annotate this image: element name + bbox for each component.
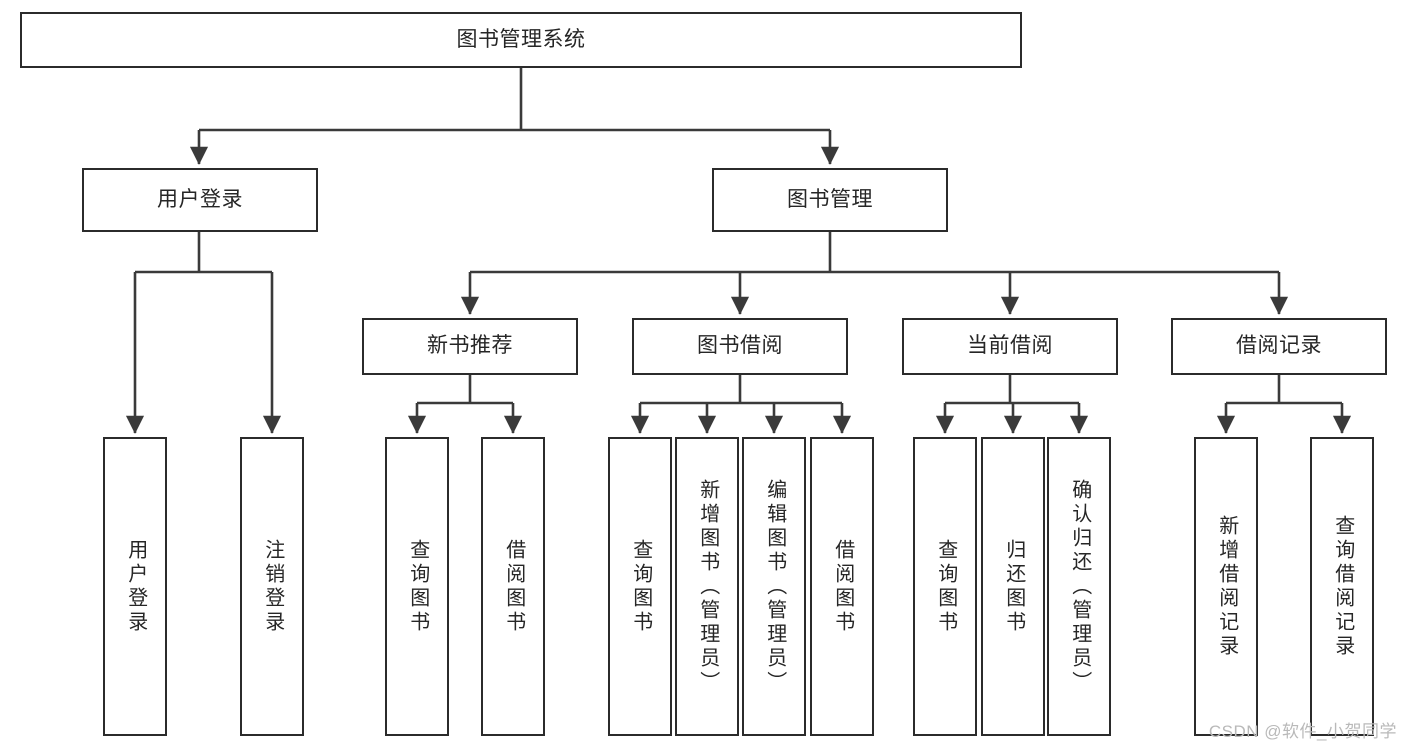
node-leaf-borrow-book-2[interactable]: 借阅图书 xyxy=(810,437,874,736)
node-leaf-borrow-book-1-label: 借阅图书 xyxy=(502,538,525,635)
node-leaf-logout-label: 注销登录 xyxy=(261,538,284,635)
node-leaf-return-book-label: 归还图书 xyxy=(1002,538,1025,635)
node-leaf-edit-book-label: 编辑图书（管理员） xyxy=(763,478,786,695)
node-leaf-add-record-label: 新增借阅记录 xyxy=(1215,514,1238,659)
node-leaf-query-book-2[interactable]: 查询图书 xyxy=(608,437,672,736)
node-user-login[interactable]: 用户登录 xyxy=(82,168,318,232)
node-current-borrow[interactable]: 当前借阅 xyxy=(902,318,1118,375)
node-leaf-query-book-2-label: 查询图书 xyxy=(629,538,652,635)
node-current-borrow-label: 当前借阅 xyxy=(967,334,1053,358)
node-leaf-edit-book[interactable]: 编辑图书（管理员） xyxy=(742,437,806,736)
node-leaf-query-book-1[interactable]: 查询图书 xyxy=(385,437,449,736)
node-leaf-return-book[interactable]: 归还图书 xyxy=(981,437,1045,736)
node-borrow-record[interactable]: 借阅记录 xyxy=(1171,318,1387,375)
node-leaf-query-record-label: 查询借阅记录 xyxy=(1331,514,1354,659)
node-book-borrow[interactable]: 图书借阅 xyxy=(632,318,848,375)
node-leaf-user-login-label: 用户登录 xyxy=(124,538,147,635)
node-leaf-add-record[interactable]: 新增借阅记录 xyxy=(1194,437,1258,736)
node-leaf-query-record[interactable]: 查询借阅记录 xyxy=(1310,437,1374,736)
node-user-login-label: 用户登录 xyxy=(157,187,243,211)
node-leaf-query-book-3-label: 查询图书 xyxy=(934,538,957,635)
node-leaf-query-book-1-label: 查询图书 xyxy=(406,538,429,635)
node-leaf-user-login[interactable]: 用户登录 xyxy=(103,437,167,736)
node-root[interactable]: 图书管理系统 xyxy=(20,12,1022,68)
node-leaf-logout[interactable]: 注销登录 xyxy=(240,437,304,736)
node-new-book-recommend[interactable]: 新书推荐 xyxy=(362,318,578,375)
node-leaf-confirm-return[interactable]: 确认归还（管理员） xyxy=(1047,437,1111,736)
node-book-manage[interactable]: 图书管理 xyxy=(712,168,948,232)
node-leaf-add-book-label: 新增图书（管理员） xyxy=(696,478,719,695)
node-borrow-record-label: 借阅记录 xyxy=(1236,334,1322,358)
node-leaf-borrow-book-2-label: 借阅图书 xyxy=(831,538,854,635)
node-new-book-recommend-label: 新书推荐 xyxy=(427,334,513,358)
node-leaf-query-book-3[interactable]: 查询图书 xyxy=(913,437,977,736)
node-book-borrow-label: 图书借阅 xyxy=(697,334,783,358)
node-root-label: 图书管理系统 xyxy=(456,27,586,51)
node-leaf-confirm-return-label: 确认归还（管理员） xyxy=(1068,478,1091,695)
node-leaf-add-book[interactable]: 新增图书（管理员） xyxy=(675,437,739,736)
node-leaf-borrow-book-1[interactable]: 借阅图书 xyxy=(481,437,545,736)
node-book-manage-label: 图书管理 xyxy=(787,187,873,211)
